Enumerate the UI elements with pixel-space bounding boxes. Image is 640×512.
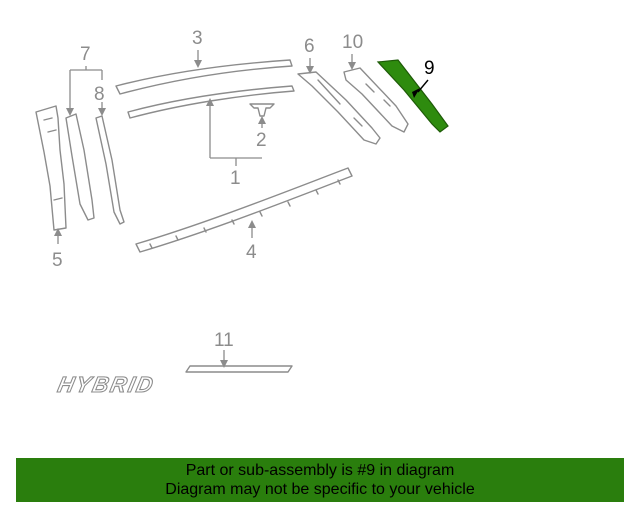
callout-9: 9 bbox=[412, 58, 435, 98]
callout-5-label: 5 bbox=[52, 250, 63, 271]
part-6-rear-garnish[interactable] bbox=[297, 71, 381, 145]
part-4-side-molding[interactable] bbox=[135, 167, 353, 253]
part-5-pillar-garnish[interactable] bbox=[35, 105, 67, 231]
part-9-weatherstrip[interactable] bbox=[376, 59, 449, 133]
callout-6: 6 bbox=[304, 36, 315, 74]
callout-10-label: 10 bbox=[342, 32, 363, 53]
callout-2-label: 2 bbox=[256, 130, 267, 151]
callout-7-label: 7 bbox=[80, 44, 91, 65]
callout-8-label: 8 bbox=[94, 84, 105, 105]
emblem-text: HYBRID bbox=[56, 372, 158, 397]
callout-4-label: 4 bbox=[246, 242, 257, 263]
part-3-roof-molding[interactable] bbox=[115, 59, 293, 95]
part-2-clip[interactable] bbox=[249, 103, 275, 117]
callout-4: 4 bbox=[246, 220, 257, 263]
callout-11-label: 11 bbox=[214, 330, 234, 351]
part-10-bracket[interactable] bbox=[343, 67, 409, 133]
callout-1: 1 bbox=[206, 98, 262, 189]
callout-11: 11 bbox=[214, 330, 234, 368]
part-8-pillar-molding[interactable] bbox=[95, 115, 125, 225]
callout-2: 2 bbox=[256, 116, 267, 151]
callout-5: 5 bbox=[52, 228, 63, 271]
callout-7-8: 7 8 bbox=[66, 44, 106, 116]
part-7-pillar-molding[interactable] bbox=[65, 113, 95, 221]
callout-6-label: 6 bbox=[304, 36, 315, 57]
callout-3-label: 3 bbox=[192, 28, 203, 49]
part-11-hybrid-emblem[interactable]: HYBRID bbox=[55, 365, 293, 397]
callout-10: 10 bbox=[342, 32, 363, 70]
callout-9-label: 9 bbox=[424, 58, 435, 79]
callout-1-label: 1 bbox=[230, 168, 241, 189]
callout-3: 3 bbox=[192, 28, 203, 68]
banner-line-1: Part or sub-assembly is #9 in diagram bbox=[185, 462, 455, 479]
banner-line-2: Diagram may not be specific to your vehi… bbox=[165, 481, 475, 498]
part-1-roof-molding[interactable] bbox=[127, 85, 295, 119]
info-banner: Part or sub-assembly is #9 in diagram Di… bbox=[16, 458, 624, 502]
